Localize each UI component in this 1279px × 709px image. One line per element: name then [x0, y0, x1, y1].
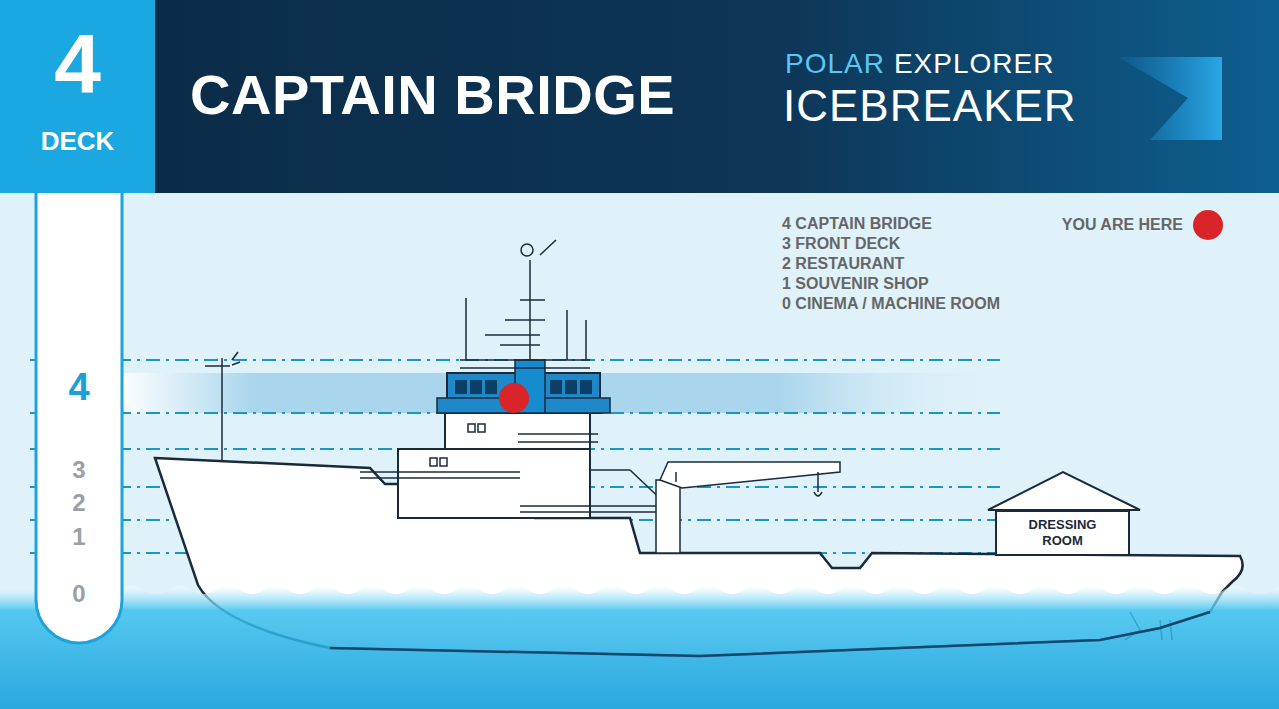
deck-scale-number: 1 — [36, 525, 122, 549]
logo-word: POLAR — [785, 50, 885, 78]
deck-list-item: 4 CAPTAIN BRIDGE — [782, 214, 932, 234]
legend-text: YOU ARE HERE — [1062, 216, 1183, 234]
deck-list-item: 0 CINEMA / MACHINE ROOM — [782, 294, 1000, 314]
deck-list-item: 2 RESTAURANT — [782, 254, 904, 274]
deck-list-item: 3 FRONT DECK — [782, 234, 900, 254]
deck-scale-number: 0 — [36, 582, 122, 606]
logo-word: EXPLORER — [894, 50, 1055, 78]
deck-scale-number: 2 — [36, 491, 122, 515]
dressing-room-box: DRESSING ROOM — [995, 510, 1130, 556]
deck-list-item: 1 SOUVENIR SHOP — [782, 274, 929, 294]
deck-word: DECK — [0, 128, 155, 154]
logo-word: ICEBREAKER — [783, 84, 1077, 128]
deck-number: 4 — [0, 22, 155, 106]
deck-scale-number: 4 — [36, 368, 122, 406]
page-title: CAPTAIN BRIDGE — [190, 62, 675, 127]
deck-badge: 4DECK — [0, 0, 155, 193]
legend-row: YOU ARE HERE — [1062, 210, 1223, 240]
room-label: DRESSING ROOM — [1013, 517, 1113, 548]
deck-scale-number: 3 — [36, 458, 122, 482]
legend-swatch — [1193, 210, 1223, 240]
